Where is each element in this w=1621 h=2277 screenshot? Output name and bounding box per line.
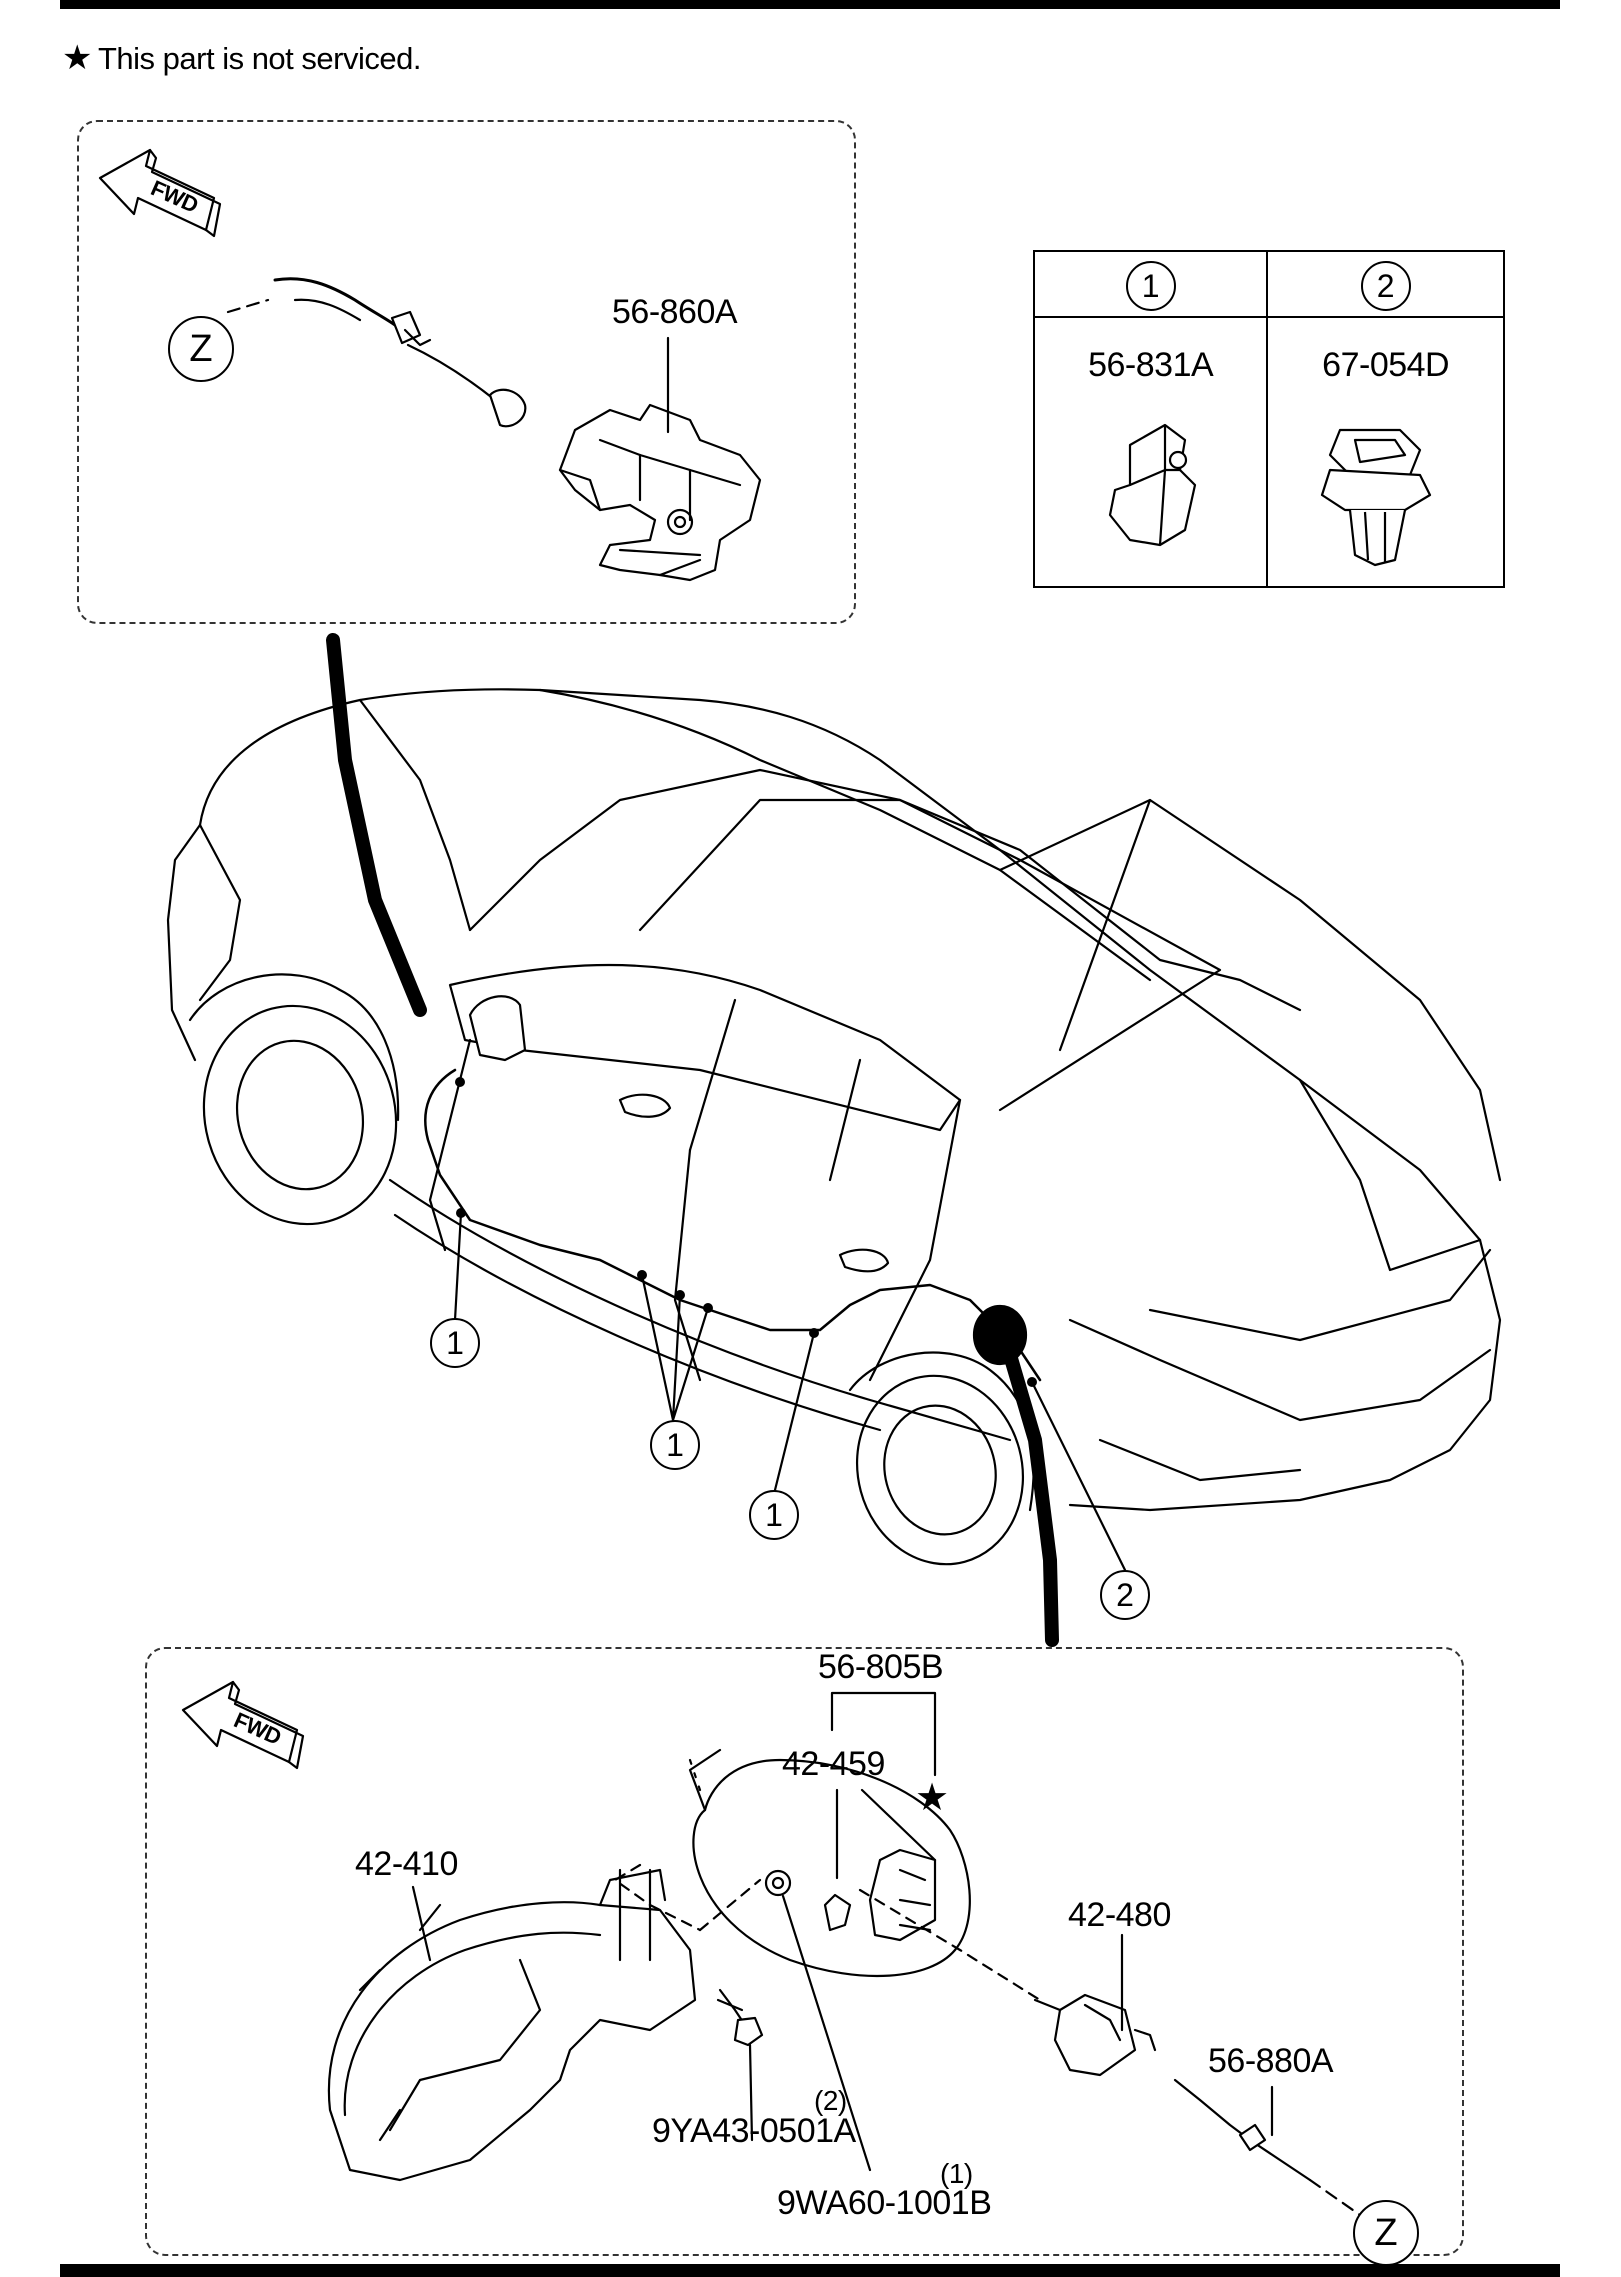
star-icon: ★ <box>62 39 92 77</box>
star-icon: ★ <box>915 1777 949 1819</box>
bottom-rule <box>60 2264 1560 2277</box>
part-label-56-805B: 56-805B <box>818 1648 944 1686</box>
fwd-arrow-icon <box>98 148 222 238</box>
part-label-42-459: 42-459 <box>782 1745 885 1783</box>
callout-1-rear-door: 1 <box>749 1490 799 1540</box>
bottom-inset-frame <box>145 1647 1464 2256</box>
callout-2-fender: 2 <box>1100 1570 1150 1620</box>
clip-header-1: 1 <box>1032 250 1269 318</box>
part-label-42-480: 42-480 <box>1068 1896 1171 1934</box>
top-rule <box>60 0 1560 9</box>
cable-drawing <box>1173 2078 1362 2217</box>
top-inset-frame <box>77 120 856 624</box>
nut-qty: (1) <box>940 2158 973 2189</box>
car-drawing <box>166 688 1502 1566</box>
actuator-drawing <box>1033 1993 1157 2077</box>
part-label-56-880A: 56-880A <box>1208 2042 1334 2080</box>
part-label-9WA60-1001B: 9WA60-1001B <box>777 2184 992 2222</box>
connector-z-icon: Z <box>168 316 234 382</box>
part-label-9YA43-0501A: 9YA43-0501A <box>652 2112 856 2150</box>
bolt-qty: (2) <box>814 2085 847 2116</box>
clip-reference-table: 1 2 56-831A 67-054D <box>1032 250 1505 588</box>
note-text: This part is not serviced. <box>97 41 421 76</box>
part-label-42-410: 42-410 <box>355 1845 458 1883</box>
part-label-56-860A: 56-860A <box>612 293 738 331</box>
bolt-drawing <box>716 1988 764 2047</box>
clip-icon <box>1108 423 1197 547</box>
clip-header-2: 2 <box>1266 250 1505 318</box>
callout-1-door: 1 <box>650 1420 700 1470</box>
hinge-assembly-drawing <box>688 1748 971 1978</box>
harness-connector-drawing <box>226 277 527 428</box>
connector-z-icon: Z <box>1353 2200 1419 2266</box>
push-clip-icon <box>1320 428 1432 567</box>
not-serviced-note: ★This part is not serviced. <box>62 38 421 78</box>
fuel-lid-drawing <box>327 1868 697 2182</box>
fuel-lid-opener-drawing <box>558 403 762 582</box>
callout-1-front: 1 <box>430 1318 480 1368</box>
fwd-arrow-icon <box>181 1680 305 1770</box>
